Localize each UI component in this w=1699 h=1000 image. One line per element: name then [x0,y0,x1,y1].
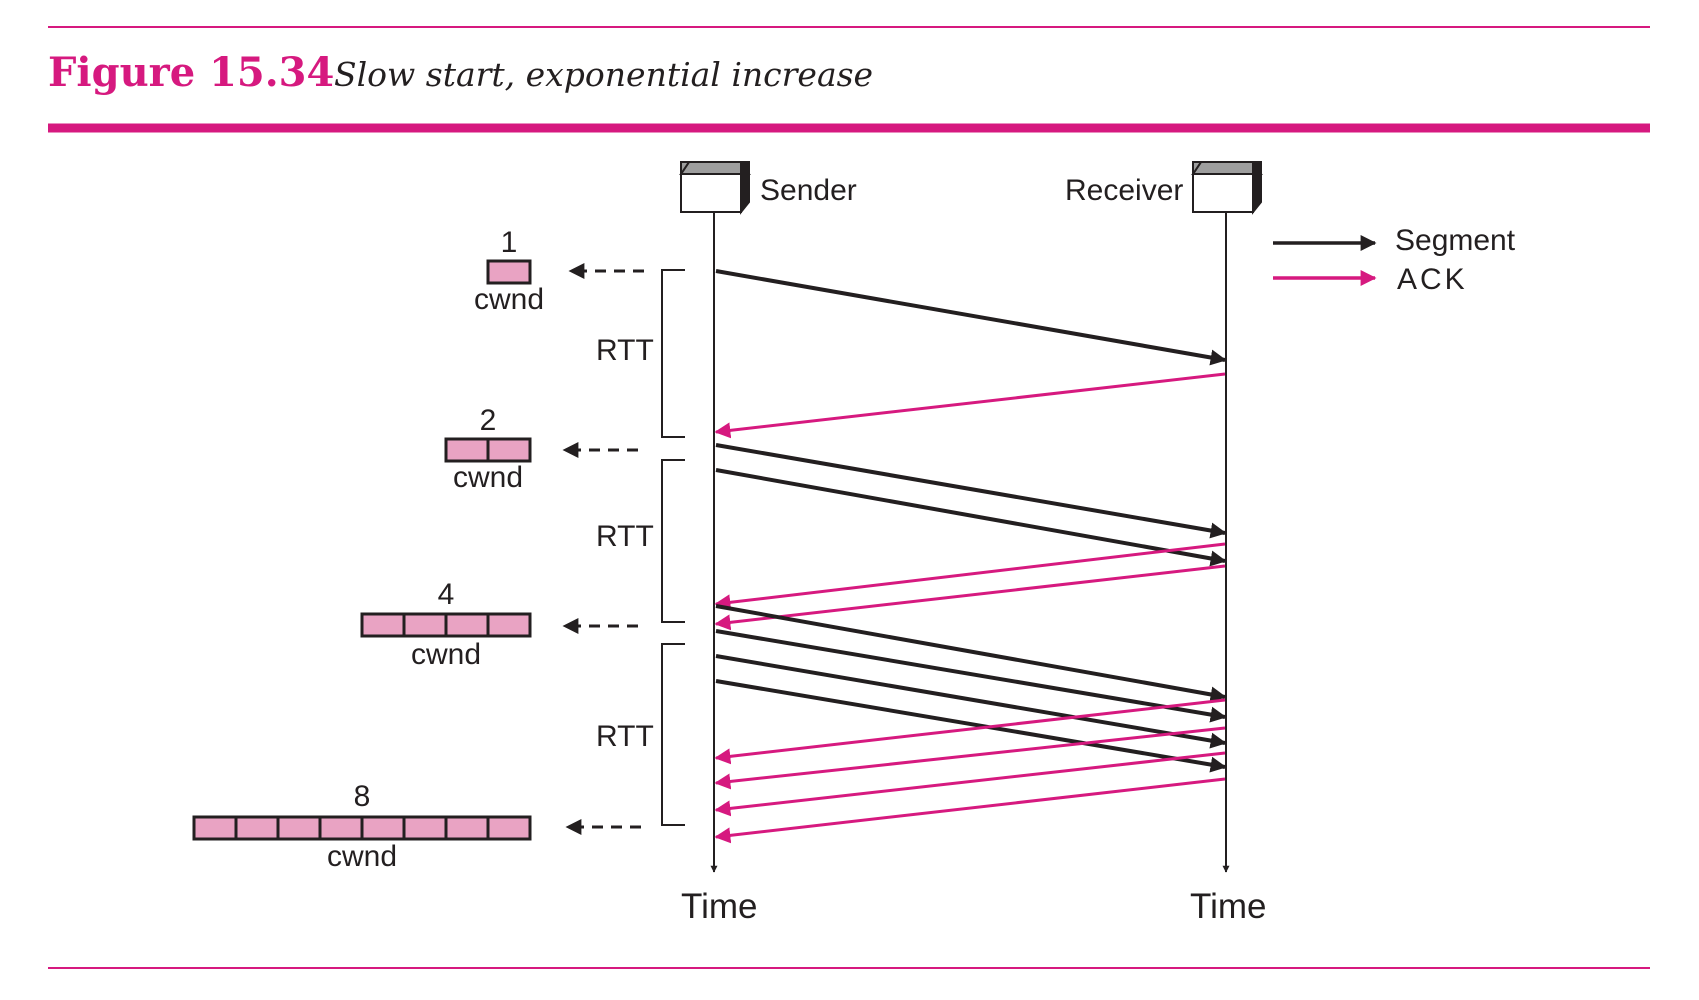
receiver-node-icon [1191,161,1263,215]
cwnd-cell [402,815,448,841]
rtt-label-2: RTT [596,520,654,553]
segment-arrow [715,679,1227,773]
ack-arrow [714,542,1226,611]
cwnd-cell [486,437,532,463]
cwnd-value: 4 [438,578,455,611]
rtt-bracket-2 [661,459,685,623]
cwnd-cell [276,815,322,841]
legend-ack-label: ACK [1397,263,1468,296]
cwnd-cell [486,815,532,841]
legend-segment-label: Segment [1395,224,1516,257]
figure-caption: Slow start, exponential increase [334,55,873,94]
figure-number: Figure 15.34 [48,49,334,96]
segment-arrow [715,629,1227,723]
segment-arrow [715,604,1227,703]
receiver-time-label: Time [1190,887,1266,926]
rtt-bracket-3 [661,643,685,826]
cwnd-cell [444,612,490,638]
segment-arrow [715,468,1227,567]
cwnd-label: cwnd [411,638,481,671]
cwnd-window-8: 8 cwnd [192,780,532,873]
segment-arrow [715,654,1227,749]
segment-arrow [715,443,1227,539]
sender-node-icon [679,161,751,215]
message-arrows [714,269,1227,844]
cwnd-value: 1 [501,226,518,259]
cwnd-value: 2 [480,404,497,437]
cwnd-label: cwnd [327,840,397,873]
cwnd-cell [360,612,406,638]
cwnd-label: cwnd [453,461,523,494]
cwnd-value: 8 [354,780,371,813]
cwnd-windows: 1 cwnd 2 cwnd 4 cwnd 8 cwnd [192,226,544,873]
cwnd-cell [444,437,490,463]
cwnd-cell [234,815,280,841]
cwnd-cell [402,612,448,638]
sender-label: Sender [760,174,857,207]
cwnd-cell [360,815,406,841]
cwnd-label: cwnd [474,283,544,316]
ack-arrow [714,751,1226,817]
cwnd-cell [444,815,490,841]
sender-time-label: Time [681,887,757,926]
cwnd-window-2: 2 cwnd [444,404,532,494]
rtt-label-3: RTT [596,720,654,753]
rtt-label-1: RTT [596,334,654,367]
cwnd-window-1: 1 cwnd [474,226,544,316]
rtt-bracket-1 [661,269,685,438]
ack-arrow [714,777,1226,844]
ack-arrow [714,726,1226,790]
cwnd-cell [486,259,532,285]
cwnd-cell [192,815,238,841]
ack-arrow [714,564,1226,631]
ack-arrow [714,372,1226,439]
receiver-label: Receiver [1065,174,1183,207]
ack-arrow [714,698,1226,765]
cwnd-cell [486,612,532,638]
cwnd-window-4: 4 cwnd [360,578,532,671]
segment-arrow [715,269,1227,366]
cwnd-cell [318,815,364,841]
